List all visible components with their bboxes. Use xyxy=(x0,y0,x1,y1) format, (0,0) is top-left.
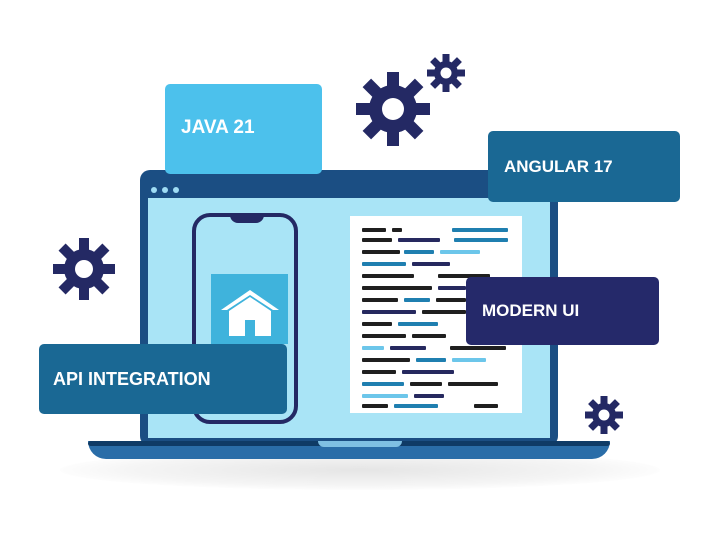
code-line xyxy=(398,322,438,326)
code-line xyxy=(440,250,480,254)
code-line xyxy=(436,298,466,302)
code-line xyxy=(362,310,416,314)
angular-17-label: ANGULAR 17 xyxy=(488,131,680,202)
code-line xyxy=(412,262,450,266)
code-line xyxy=(390,346,426,350)
code-line xyxy=(452,358,486,362)
code-line xyxy=(362,286,432,290)
code-line xyxy=(362,238,392,242)
java-21-text: JAVA 21 xyxy=(181,117,255,138)
code-line xyxy=(362,262,406,266)
code-line xyxy=(474,404,498,408)
api-integration-text: API INTEGRATION xyxy=(53,368,211,389)
code-line xyxy=(362,228,386,232)
code-line xyxy=(422,310,466,314)
code-line xyxy=(448,382,498,386)
laptop-notch xyxy=(318,441,402,447)
code-line xyxy=(362,370,396,374)
gear-icon-left xyxy=(53,238,115,300)
code-line xyxy=(398,238,440,242)
code-line xyxy=(438,274,490,278)
angular-17-text: ANGULAR 17 xyxy=(504,156,613,176)
code-line xyxy=(414,394,444,398)
api-integration-label: API INTEGRATION xyxy=(39,344,287,414)
code-line xyxy=(362,394,408,398)
code-line xyxy=(404,298,430,302)
code-line xyxy=(404,250,434,254)
code-line xyxy=(362,382,404,386)
code-line xyxy=(410,382,442,386)
code-line xyxy=(412,334,446,338)
window-dot xyxy=(173,187,179,193)
java-21-label: JAVA 21 xyxy=(165,84,322,174)
code-line xyxy=(362,346,384,350)
modern-ui-text: MODERN UI xyxy=(482,301,580,320)
code-line xyxy=(362,404,388,408)
code-line xyxy=(392,228,402,232)
code-line xyxy=(362,250,400,254)
phone-notch xyxy=(230,213,264,223)
code-line xyxy=(452,228,508,232)
gear-icon-right xyxy=(585,396,623,434)
code-line xyxy=(416,358,446,362)
code-line xyxy=(362,322,392,326)
window-dot xyxy=(162,187,168,193)
modern-ui-label: MODERN UI xyxy=(466,277,659,345)
code-line xyxy=(362,358,410,362)
window-dot xyxy=(151,187,157,193)
code-line xyxy=(450,346,506,350)
code-line xyxy=(362,274,414,278)
home-icon xyxy=(221,290,279,336)
code-line xyxy=(454,238,508,242)
code-line xyxy=(394,404,438,408)
code-line xyxy=(362,334,406,338)
gear-icon-large xyxy=(356,72,430,146)
code-line xyxy=(402,370,454,374)
code-line xyxy=(362,298,398,302)
code-line xyxy=(438,286,466,290)
gear-icon-small-top xyxy=(427,54,465,92)
